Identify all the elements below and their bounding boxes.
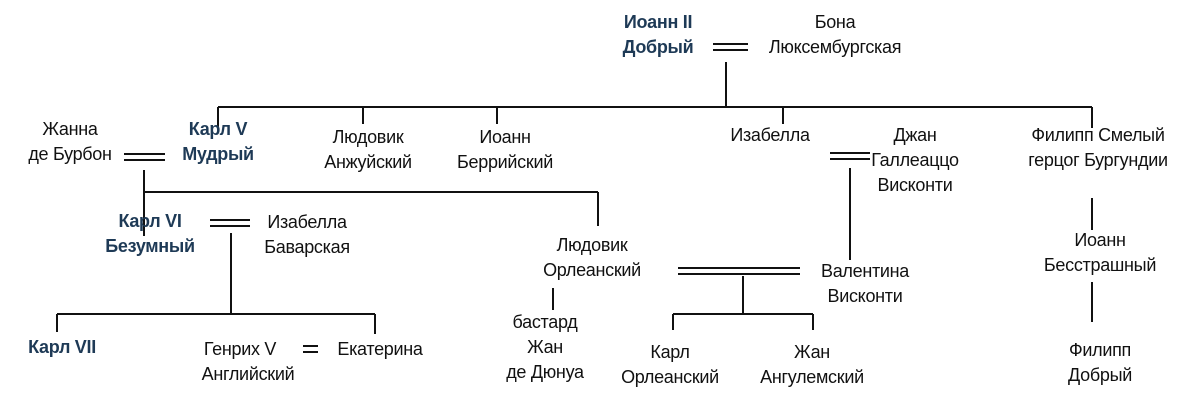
name-line: Валентина <box>820 261 910 281</box>
name-line: Филипп <box>1068 340 1131 360</box>
name-line: Безумный <box>105 236 195 256</box>
name-line: Жан <box>527 337 563 357</box>
name-line: Орлеанский <box>621 367 719 387</box>
name-line: Изабелла <box>730 125 810 145</box>
name-line: Карл VII <box>28 337 96 357</box>
name-line: Галлеаццо <box>871 150 959 170</box>
name-line: Екатерина <box>337 339 423 359</box>
name-line: Иоанн II <box>623 12 693 32</box>
name-line: Беррийский <box>457 152 553 172</box>
name-line: Анжуйский <box>324 152 412 172</box>
name-line: Бона <box>814 12 856 32</box>
name-line: де Бурбон <box>28 144 112 164</box>
person-karl-v: Карл V Мудрый <box>182 117 254 167</box>
name-line: Иоанн <box>1074 230 1126 250</box>
name-line: Ангулемский <box>760 367 864 387</box>
person-zhanna: Жанна де Бурбон <box>28 117 112 167</box>
name-line: Добрый <box>1068 365 1132 385</box>
person-genrih-v: Генрих V Английский <box>202 337 295 387</box>
name-line: Добрый <box>622 37 694 57</box>
name-line: Мудрый <box>182 144 254 164</box>
name-line: де Дюнуа <box>506 362 584 382</box>
person-ekaterina: Екатерина <box>337 337 423 362</box>
name-line: Карл VI <box>118 211 182 231</box>
person-ioann-ii: Иоанн II Добрый <box>623 10 694 60</box>
name-line: Баварская <box>264 237 350 257</box>
name-line: бастард <box>512 312 578 332</box>
name-line: Джан <box>893 125 937 145</box>
person-izabella: Изабелла <box>730 123 810 148</box>
name-line: Жанна <box>42 119 98 139</box>
name-line: Людовик <box>332 127 404 147</box>
name-line: Висконти <box>827 286 903 306</box>
name-line: Иоанн <box>479 127 531 147</box>
name-line: Орлеанский <box>543 260 641 280</box>
name-line: Генрих V <box>203 339 277 359</box>
person-karl-vi: Карл VI Безумный <box>105 209 195 259</box>
name-line: Карл <box>650 342 690 362</box>
name-line: Жан <box>794 342 830 362</box>
name-line: Люксембургская <box>768 37 902 57</box>
name-line: Изабелла <box>267 212 347 232</box>
name-line: Карл V <box>188 119 248 139</box>
name-line: герцог Бургундии <box>1028 150 1168 170</box>
name-line: Английский <box>201 364 295 384</box>
person-filipp-smely: Филипп Смелый герцог Бургундии <box>1028 123 1168 173</box>
name-line: Филипп Смелый <box>1031 125 1165 145</box>
person-karl-vii: Карл VII <box>28 335 96 360</box>
name-line: Бесстрашный <box>1043 255 1157 275</box>
name-line: Висконти <box>877 175 953 195</box>
name-line: Людовик <box>556 235 628 255</box>
